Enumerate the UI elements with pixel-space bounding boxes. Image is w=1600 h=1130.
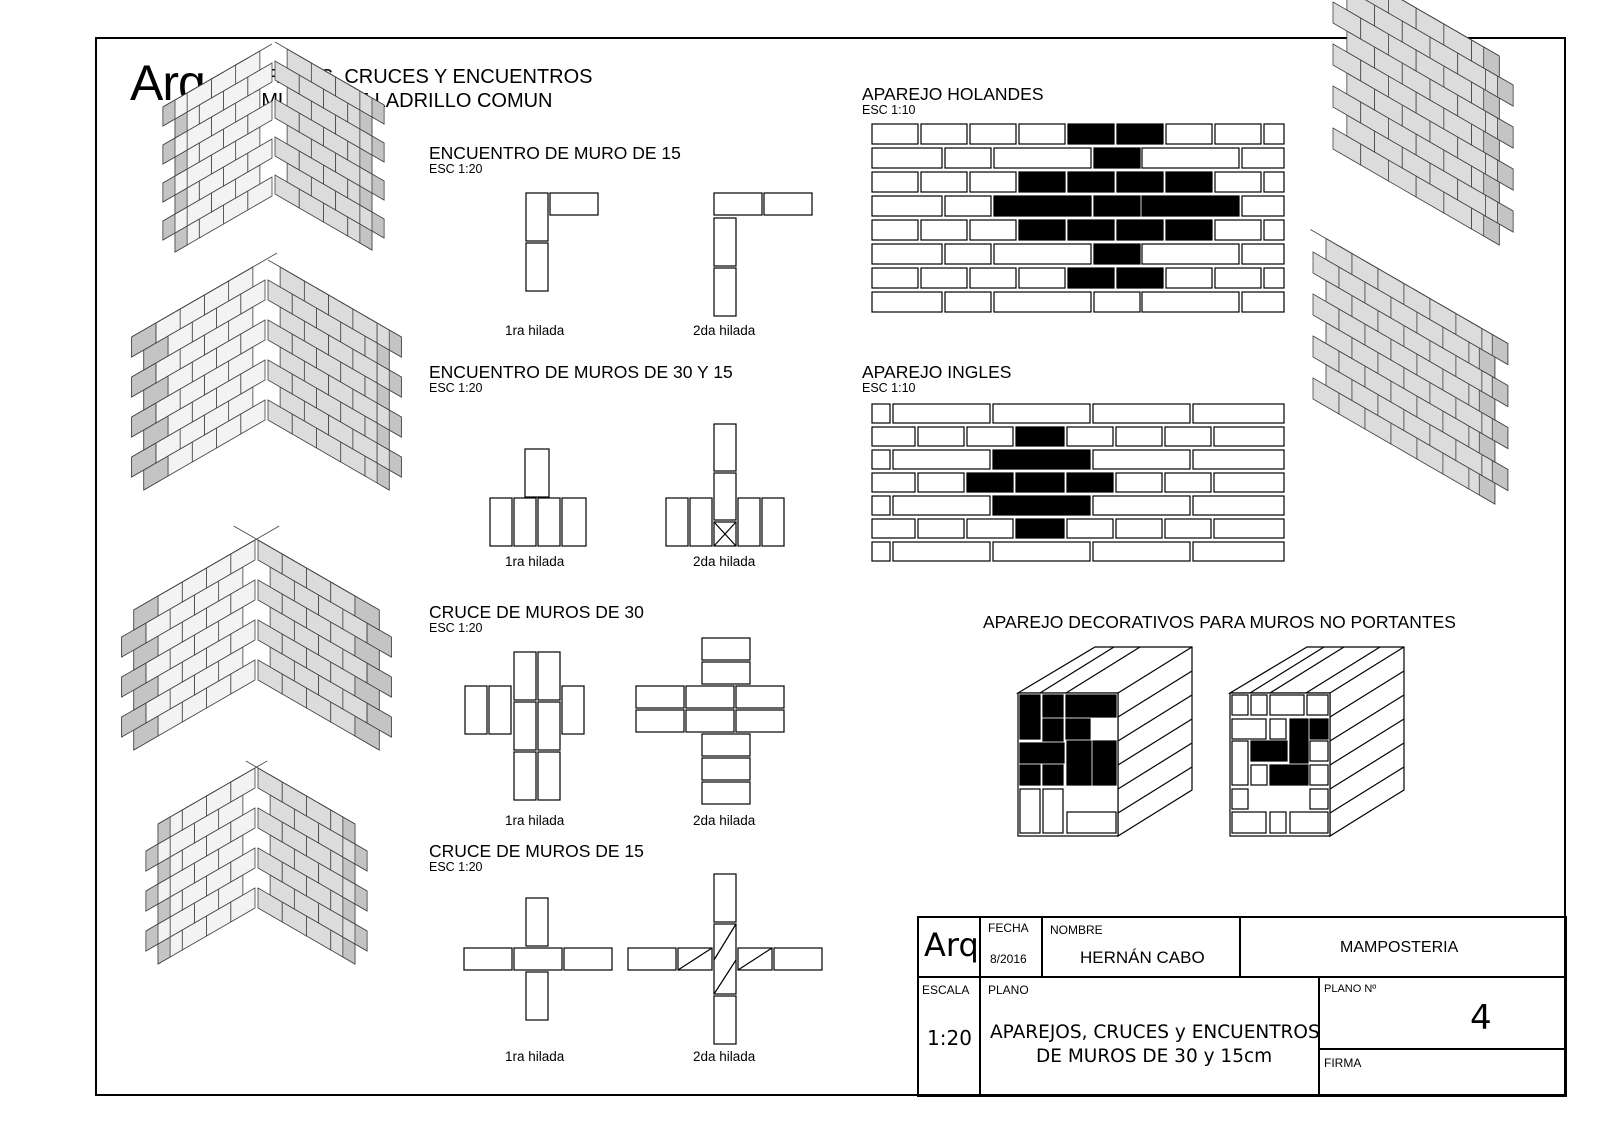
- caption-cruce15-2da: 2da hilada: [693, 1049, 756, 1064]
- cruce30-2da-hilada: [635, 637, 785, 805]
- enc3015-2da-hilada: [665, 423, 785, 547]
- titleblock-nombre: HERNÁN CABO: [1080, 948, 1205, 967]
- caption-enc3015-2da: 2da hilada: [693, 554, 756, 569]
- iso-cruce15-wall-b: [245, 760, 368, 965]
- titleblock-nombre-label: NOMBRE: [1050, 923, 1103, 937]
- section-scale-encuentro-30-15: ESC 1:20: [429, 381, 483, 395]
- titleblock-fecha-label: FECHA: [988, 921, 1029, 935]
- section-title-encuentro-15: ENCUENTRO DE MURO DE 15: [429, 143, 681, 163]
- enc15-1ra-hilada: [525, 192, 599, 292]
- holandes-elevation: [871, 123, 1285, 313]
- caption-cruce30-2da: 2da hilada: [693, 813, 756, 828]
- titleblock-plano-no-label: PLANO Nº: [1324, 983, 1377, 995]
- iso-cruce15-wall-a: [145, 760, 268, 965]
- titleblock-escala-label: ESCALA: [922, 983, 970, 997]
- decorative-block-2: [1227, 646, 1405, 838]
- iso-enc15-wall-a: [162, 43, 273, 253]
- caption-cruce15-1ra: 1ra hilada: [505, 1049, 565, 1064]
- caption-cruce30-1ra: 1ra hilada: [505, 813, 565, 828]
- section-scale-holandes: ESC 1:10: [862, 103, 916, 117]
- section-title-encuentro-30-15: ENCUENTRO DE MUROS DE 30 Y 15: [429, 362, 733, 382]
- enc3015-1ra-hilada: [489, 448, 587, 547]
- cruce15-1ra-hilada: [463, 897, 613, 1021]
- enc15-2da-hilada: [713, 192, 813, 317]
- titleblock-logo: Arq: [924, 926, 979, 964]
- section-scale-cruce-30: ESC 1:20: [429, 621, 483, 635]
- titleblock-plano-line2: DE MUROS DE 30 y 15cm: [1036, 1046, 1273, 1067]
- titleblock-escala: 1:20: [927, 1026, 972, 1050]
- iso-holandes-wall: [1332, 0, 1514, 246]
- ingles-elevation: [871, 403, 1285, 562]
- titleblock-fecha: 8/2016: [990, 952, 1027, 966]
- cruce15-2da-hilada: [627, 873, 823, 1045]
- section-scale-cruce-15: ESC 1:20: [429, 860, 483, 874]
- iso-enc3015-wall-b: [267, 259, 402, 491]
- section-title-ingles: APAREJO INGLES: [862, 362, 1012, 382]
- caption-enc15-2da: 2da hilada: [693, 323, 756, 338]
- section-scale-ingles: ESC 1:10: [862, 381, 916, 395]
- titleblock-firma-label: FIRMA: [1324, 1056, 1362, 1070]
- section-scale-encuentro-15: ESC 1:20: [429, 162, 483, 176]
- decorative-block-1: [1015, 646, 1193, 838]
- cruce30-1ra-hilada: [464, 651, 585, 801]
- iso-enc15-wall-b: [274, 41, 385, 251]
- iso-cruce30-wall-a: [121, 525, 280, 751]
- section-title-holandes: APAREJO HOLANDES: [862, 84, 1044, 104]
- section-title-cruce-30: CRUCE DE MUROS DE 30: [429, 602, 644, 622]
- section-title-cruce-15: CRUCE DE MUROS DE 15: [429, 841, 644, 861]
- titleblock-plano-line1: APAREJOS, CRUCES y ENCUENTROS: [990, 1022, 1320, 1043]
- titleblock-plano-label: PLANO: [988, 983, 1029, 997]
- iso-ingles-wall: [1310, 229, 1509, 505]
- titleblock-materia: MAMPOSTERIA: [1340, 939, 1459, 956]
- iso-enc3015-wall-a: [131, 252, 278, 491]
- caption-enc15-1ra: 1ra hilada: [505, 323, 565, 338]
- iso-cruce30-wall-b: [233, 525, 392, 751]
- caption-enc3015-1ra: 1ra hilada: [505, 554, 565, 569]
- drawing-sheet: [95, 37, 1566, 1096]
- section-title-decorativos: APAREJO DECORATIVOS PARA MUROS NO PORTAN…: [983, 612, 1456, 632]
- titleblock-plano-no: 4: [1470, 998, 1492, 1038]
